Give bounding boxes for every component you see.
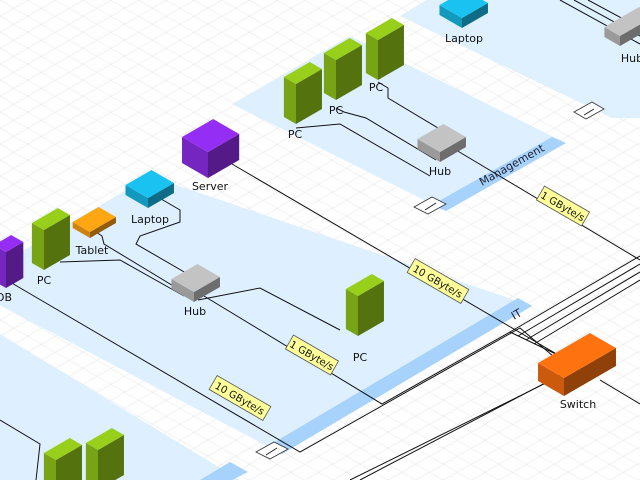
switch-node[interactable]: Switch xyxy=(538,333,616,411)
laptop-node-it[interactable]: Laptop xyxy=(125,170,174,226)
hub-node-management-label: Hub xyxy=(429,165,451,178)
pc-node-it-right[interactable]: PC xyxy=(345,274,384,364)
pc-node-bottom-2[interactable] xyxy=(43,438,82,480)
group-bottom xyxy=(0,334,248,480)
collapse-button-it[interactable] xyxy=(255,441,289,460)
server-node-label: Server xyxy=(192,180,229,193)
collapse-button-management[interactable] xyxy=(413,196,447,215)
pc-node-m2-label: PC xyxy=(329,104,344,117)
switch-node-label: Switch xyxy=(560,398,596,411)
group-it: IT xyxy=(0,176,532,460)
hub-node-management[interactable]: Hub xyxy=(417,124,466,178)
pc-node-m1[interactable]: PC xyxy=(283,62,322,141)
laptop-node-it-label: Laptop xyxy=(131,213,169,226)
pc-node-m3[interactable]: PC xyxy=(365,18,404,94)
pc-node-bottom-1[interactable] xyxy=(85,428,124,480)
pc-node-m2[interactable]: PC xyxy=(323,38,362,117)
hub-top-label-node: Hub xyxy=(621,52,640,65)
laptop-node-top-label: Laptop xyxy=(445,32,483,45)
pc-node-it-left-label: PC xyxy=(37,274,52,287)
pc-node-m1-label: PC xyxy=(288,128,303,141)
tablet-node-label: Tablet xyxy=(75,244,109,257)
hub-node-top[interactable] xyxy=(604,7,640,46)
tablet-node[interactable]: Tablet xyxy=(72,207,116,257)
collapse-button-top[interactable] xyxy=(573,101,605,120)
pc-node-it-right-label: PC xyxy=(353,351,368,364)
db-node-cut-label: DB xyxy=(0,291,12,304)
hub-node-it-label: Hub xyxy=(184,305,206,318)
pc-node-m3-label: PC xyxy=(369,81,384,94)
laptop-node-top[interactable]: Laptop xyxy=(439,0,488,45)
hub-top-label-node-label: Hub xyxy=(621,52,640,65)
group-top xyxy=(400,0,640,120)
server-node[interactable]: Server xyxy=(182,119,240,193)
hub-node-it[interactable]: Hub xyxy=(171,264,220,318)
db-node-cut[interactable]: DB xyxy=(0,235,24,304)
pc-node-it-left[interactable]: PC xyxy=(31,208,70,287)
